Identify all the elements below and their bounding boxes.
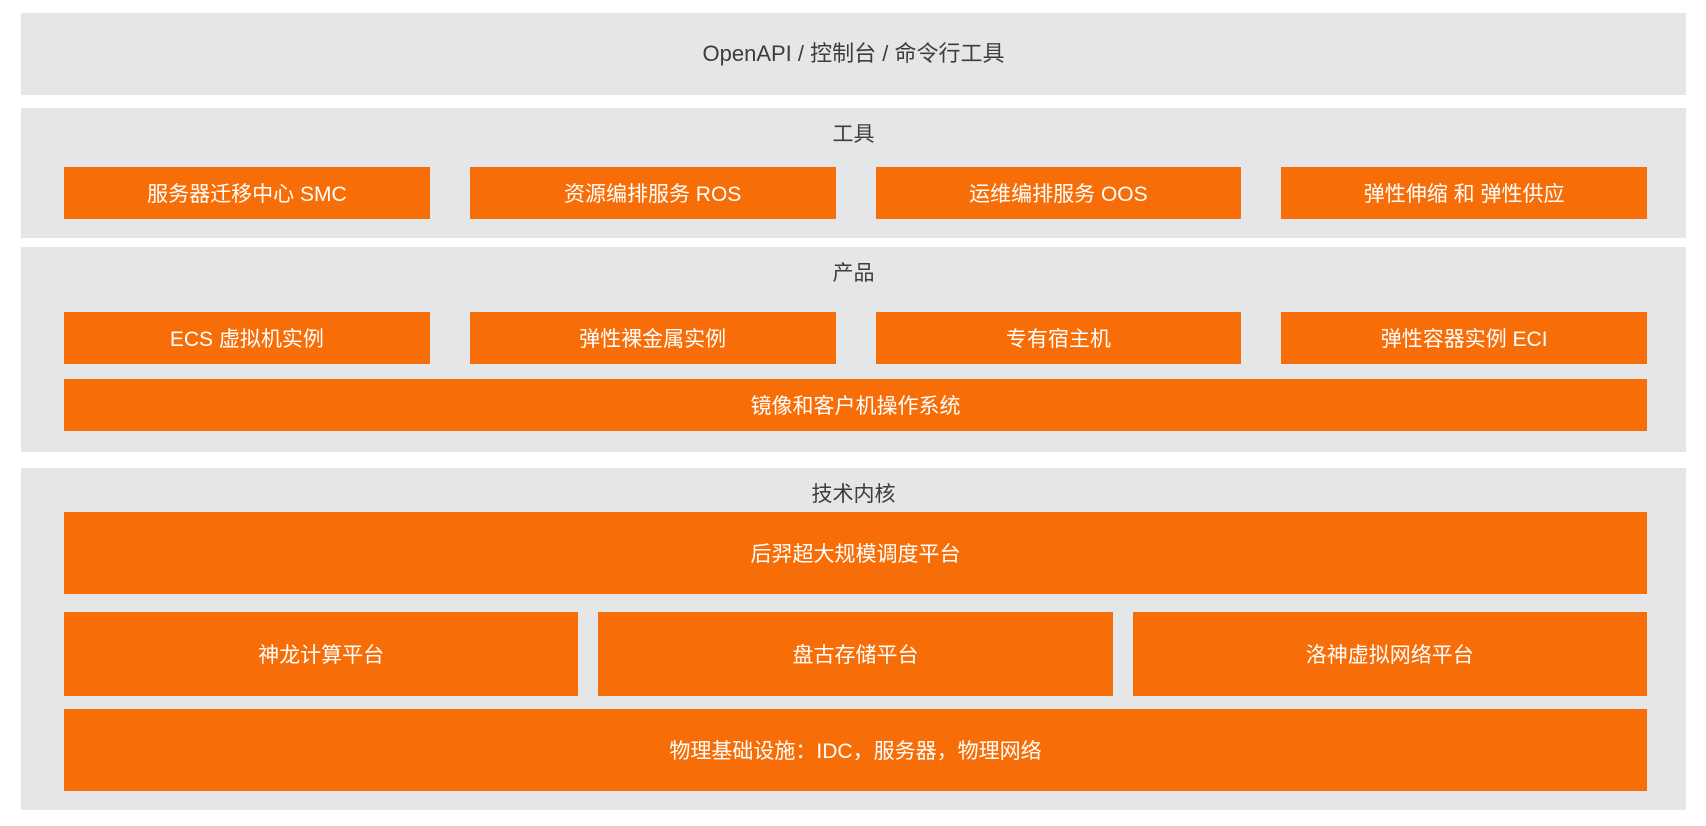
section-products: 产品 ECS 虚拟机实例 弹性裸金属实例 专有宿主机 弹性容器实例 ECI 镜像… bbox=[21, 247, 1686, 452]
section-openapi-bar: OpenAPI / 控制台 / 命令行工具 bbox=[21, 13, 1686, 95]
bar-images-and-guest-os: 镜像和客户机操作系统 bbox=[64, 379, 1647, 431]
box-resource-orchestration-ros: 资源编排服务 ROS bbox=[469, 167, 836, 219]
tools-row-container: 服务器迁移中心 SMC 资源编排服务 ROS 运维编排服务 OOS 弹性伸缩 和… bbox=[64, 167, 1647, 219]
section-technical-core: 技术内核 后羿超大规模调度平台 神龙计算平台 盘古存储平台 洛神虚拟网络平台 物… bbox=[21, 468, 1686, 810]
bar-houyi-hyperscale-scheduling-platform: 后羿超大规模调度平台 bbox=[64, 512, 1647, 594]
tools-section-title: 工具 bbox=[832, 123, 875, 146]
openapi-console-cli-label: OpenAPI / 控制台 / 命令行工具 bbox=[702, 41, 1005, 66]
products-rows-container: ECS 虚拟机实例 弹性裸金属实例 专有宿主机 弹性容器实例 ECI 镜像和客户… bbox=[64, 312, 1647, 431]
box-dedicated-host: 专有宿主机 bbox=[875, 312, 1242, 364]
box-auto-scaling-elastic-provisioning: 弹性伸缩 和 弹性供应 bbox=[1281, 167, 1647, 219]
products-section-title: 产品 bbox=[832, 262, 875, 285]
core-section-title: 技术内核 bbox=[811, 483, 896, 506]
box-shenlong-compute-platform: 神龙计算平台 bbox=[64, 612, 579, 696]
core-platforms-row: 神龙计算平台 盘古存储平台 洛神虚拟网络平台 bbox=[64, 612, 1647, 696]
bar-physical-infrastructure-idc-servers-network: 物理基础设施：IDC，服务器，物理网络 bbox=[64, 709, 1647, 791]
section-tools: 工具 服务器迁移中心 SMC 资源编排服务 ROS 运维编排服务 OOS 弹性伸… bbox=[21, 108, 1686, 238]
box-elastic-bare-metal-instance: 弹性裸金属实例 bbox=[469, 312, 836, 364]
box-luoshen-virtual-network-platform: 洛神虚拟网络平台 bbox=[1132, 612, 1647, 696]
box-operation-orchestration-oos: 运维编排服务 OOS bbox=[875, 167, 1242, 219]
tools-box-row: 服务器迁移中心 SMC 资源编排服务 ROS 运维编排服务 OOS 弹性伸缩 和… bbox=[64, 167, 1647, 219]
box-ecs-vm-instance: ECS 虚拟机实例 bbox=[64, 312, 430, 364]
box-server-migration-center-smc: 服务器迁移中心 SMC bbox=[64, 167, 430, 219]
core-rows-container: 后羿超大规模调度平台 神龙计算平台 盘古存储平台 洛神虚拟网络平台 物理基础设施… bbox=[64, 512, 1647, 791]
box-elastic-container-instance-eci: 弹性容器实例 ECI bbox=[1281, 312, 1647, 364]
products-box-row: ECS 虚拟机实例 弹性裸金属实例 专有宿主机 弹性容器实例 ECI bbox=[64, 312, 1647, 364]
box-pangu-storage-platform: 盘古存储平台 bbox=[598, 612, 1113, 696]
